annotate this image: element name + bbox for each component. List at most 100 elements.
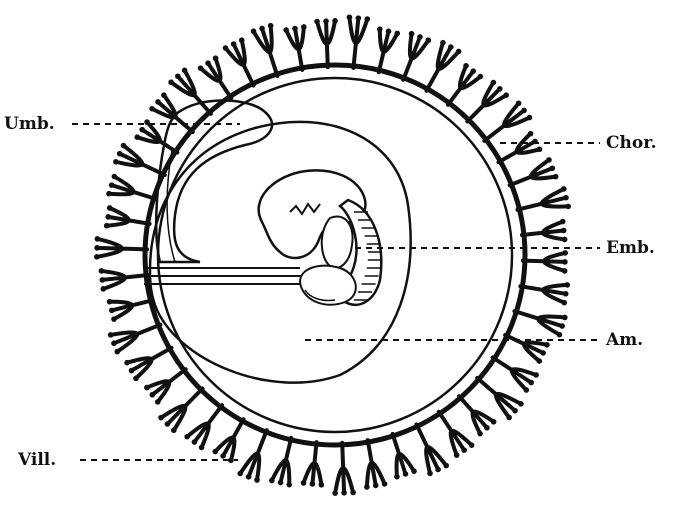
villus-tip: [355, 15, 362, 21]
villus: [104, 205, 152, 228]
villus: [251, 23, 280, 79]
villus: [198, 56, 234, 101]
embryo-lower-body: [298, 264, 357, 306]
villus-tip: [402, 471, 409, 477]
villus-tip: [376, 26, 383, 33]
villus: [94, 236, 150, 259]
villus: [125, 345, 174, 381]
villus: [347, 15, 370, 70]
villus-tip: [477, 430, 483, 437]
villus: [315, 18, 338, 70]
villus-tip: [124, 359, 130, 366]
villus-tip: [220, 453, 226, 459]
villus: [390, 431, 417, 479]
villus-tip: [523, 387, 530, 393]
label-am: Am.: [606, 330, 644, 350]
villus-tip: [562, 259, 568, 265]
villus: [213, 417, 246, 463]
villus: [185, 403, 225, 450]
villus: [106, 174, 158, 201]
villus-tip: [536, 358, 543, 364]
villus-tip: [144, 119, 150, 125]
villus: [414, 422, 449, 476]
villus: [376, 27, 400, 75]
villus: [144, 367, 188, 404]
villus-tip: [527, 130, 534, 137]
villus-tip: [490, 79, 497, 86]
villus: [482, 101, 532, 143]
villus-tip: [99, 277, 106, 283]
villus-tip: [490, 418, 497, 425]
chorion-outer: [142, 62, 528, 448]
villus-tip: [408, 30, 415, 37]
villus-tip: [155, 99, 161, 105]
villus: [301, 440, 324, 487]
villus-tip: [158, 414, 164, 421]
villus: [99, 268, 151, 291]
villus-tip: [149, 105, 155, 112]
villus: [445, 63, 483, 107]
villus-tip: [453, 452, 460, 458]
villus-tip: [94, 236, 101, 242]
villus-tip: [94, 254, 100, 260]
villus-tip: [161, 92, 167, 98]
villus-tip: [540, 350, 546, 356]
villus: [135, 120, 180, 155]
villus-tip: [546, 157, 552, 163]
villus-tip: [98, 268, 105, 274]
villus-tip: [292, 25, 298, 32]
villus-tip: [461, 447, 467, 453]
villus: [436, 409, 474, 458]
label-emb: Emb.: [606, 238, 655, 258]
villus-tip: [120, 142, 127, 149]
villus-tip: [455, 48, 462, 55]
villus-tip: [561, 299, 568, 306]
villus: [520, 250, 568, 273]
villus-tip: [154, 399, 161, 405]
villus-tip: [139, 126, 145, 133]
villus-tip: [526, 114, 533, 121]
villus: [507, 157, 558, 188]
villus-tip: [385, 28, 392, 35]
villus-tip: [427, 470, 433, 477]
villus: [518, 282, 570, 305]
villus-tip: [191, 439, 198, 445]
villus-tip: [512, 407, 518, 414]
villus-tip: [364, 16, 371, 22]
villus-tip: [309, 481, 316, 487]
villus-tip: [394, 30, 401, 37]
villus-tip: [286, 481, 293, 488]
villus-tip: [133, 375, 139, 382]
villus-tip: [323, 18, 329, 24]
villus-tip: [164, 421, 171, 427]
villus: [496, 131, 542, 165]
villus-tip: [372, 482, 379, 489]
villus-tip: [205, 60, 211, 67]
villus-tip: [149, 391, 156, 398]
villus-tip: [477, 73, 484, 80]
villus-tip: [254, 477, 260, 483]
villus-tip: [528, 379, 534, 386]
amnion-sac: [148, 120, 412, 384]
villus-tip: [318, 481, 325, 488]
villus: [223, 38, 256, 88]
villus-tip: [114, 348, 121, 355]
villus-tip: [197, 65, 204, 71]
label-vill: Vill.: [18, 450, 57, 470]
villus: [113, 143, 167, 177]
villus-tip: [417, 34, 423, 40]
villus: [364, 438, 387, 489]
villus-tip: [563, 194, 569, 201]
villus-tip: [468, 442, 475, 448]
villus-tip: [496, 86, 503, 92]
villus-tip: [108, 307, 115, 314]
villus-tip: [111, 340, 117, 347]
villus: [169, 68, 213, 116]
villus-tip: [230, 41, 237, 47]
villus: [159, 386, 205, 433]
villus-tip: [565, 203, 571, 210]
body-stalk: [144, 267, 305, 285]
villus-tip: [268, 477, 275, 484]
villus-tip: [108, 182, 115, 188]
